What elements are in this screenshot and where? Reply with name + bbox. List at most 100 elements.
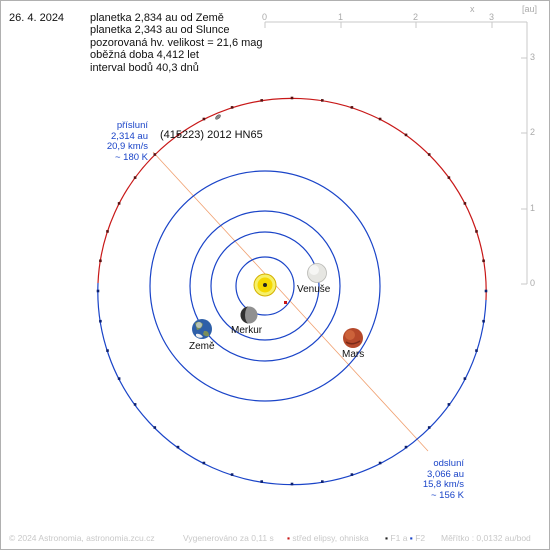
- orbit-point: [378, 461, 382, 465]
- orbit-point: [427, 426, 431, 429]
- y-tick-label: 3: [530, 52, 536, 62]
- perihelion-distance: 2,314 au: [111, 130, 148, 142]
- mercury-label: Merkur: [231, 325, 263, 336]
- planet-orbits: [149, 170, 381, 402]
- generated-time-text: Vygenerováno za 0,11 s: [183, 533, 274, 543]
- orbit-point: [117, 377, 121, 380]
- mars-orbit: [149, 170, 381, 402]
- earth-label: Země: [189, 341, 215, 352]
- orbit-point: [260, 99, 263, 102]
- earth-orbit: [189, 210, 341, 362]
- legend-f1-text: F1: [390, 533, 401, 543]
- orbit-point: [475, 349, 478, 352]
- orbit-point: [475, 230, 478, 233]
- legend-foci: ▪ F1 a ▪ F2: [385, 533, 425, 543]
- perihelion-temp: ~ 180 K: [114, 151, 148, 163]
- orbit-point: [378, 117, 382, 121]
- scale-text: Měřítko : 0,0132 au/bod: [441, 533, 531, 543]
- asteroid-orbit-north: [97, 97, 487, 301]
- orbit-point: [230, 473, 234, 476]
- y-tick-label: 0: [530, 278, 536, 288]
- x-tick-label: 2: [413, 12, 419, 22]
- asteroid-orbit: [97, 97, 487, 486]
- orbit-point: [350, 106, 354, 109]
- aphelion-temp: ~ 156 K: [430, 489, 464, 501]
- venus-orbit: [210, 231, 320, 341]
- orbit-point: [99, 259, 102, 263]
- perihelion-title: přísluní: [116, 120, 148, 131]
- apsis-line: [152, 151, 429, 452]
- orbit-point: [96, 289, 100, 293]
- orbit-point: [447, 176, 451, 179]
- perihelion-speed: 20,9 km/s: [106, 141, 148, 153]
- aphelion-label: odsluní 3,066 au 15,8 km/s ~ 156 K: [400, 458, 464, 501]
- mercury-orbit: [235, 256, 295, 316]
- y-tick-label: 2: [530, 127, 536, 137]
- orbital-period-text: oběžná doba 4,412 let: [90, 49, 199, 62]
- orbit-point: [153, 426, 157, 429]
- ellipse-center-marker: [284, 301, 287, 304]
- orbit-point: [447, 403, 451, 406]
- orbit-point: [427, 153, 431, 156]
- copyright-text: © 2024 Astronomia, astronomia.zcu.cz: [9, 533, 155, 543]
- y-tick-label: 1: [530, 203, 536, 213]
- date-label: 26. 4. 2024: [9, 12, 65, 24]
- venus-label: Venuše: [297, 284, 331, 295]
- legend-f2-text: F2: [415, 533, 426, 543]
- earth-icon: [192, 319, 212, 339]
- orbit-point: [176, 133, 180, 137]
- orbit-point: [133, 403, 137, 406]
- x-tick-label: 0: [262, 12, 268, 22]
- orbit-point: [321, 99, 324, 102]
- f1-marker-icon: ▪: [385, 533, 389, 543]
- asteroid-name: (415223) 2012 HN65: [160, 129, 263, 141]
- asteroid-icon: [215, 114, 221, 120]
- orbit-point: [202, 461, 206, 465]
- orbit-point: [350, 473, 354, 476]
- orbit-point: [106, 349, 109, 352]
- orbit-point: [482, 259, 485, 263]
- center-marker-icon: ▪: [287, 533, 291, 543]
- mars-icon: [343, 328, 363, 348]
- magnitude-text: pozorovaná hv. velikost = 21,6 mag: [90, 36, 263, 49]
- earth-distance-text: planetka 2,834 au od Země: [90, 12, 224, 24]
- orbit-point: [463, 377, 467, 380]
- f2-marker-icon: ▪: [409, 533, 413, 543]
- orbit-point: [153, 153, 157, 156]
- legend-center-text: střed elipsy, ohniska: [292, 533, 369, 543]
- point-interval-text: interval bodů 40,3 dnů: [90, 61, 199, 74]
- orbit-point: [230, 106, 234, 109]
- axes: [264, 21, 528, 285]
- orbit-point: [202, 117, 206, 121]
- aphelion-title: odsluní: [433, 458, 464, 469]
- orbit-point: [290, 482, 294, 486]
- orbit-point: [133, 176, 137, 179]
- orbit-point: [404, 133, 408, 137]
- x-tick-label: 3: [489, 12, 495, 22]
- mars-label: Mars: [342, 349, 365, 360]
- sun-distance-text: planetka 2,343 au od Slunce: [90, 24, 230, 37]
- x-axis-letter: x: [470, 4, 475, 14]
- venus-icon: [307, 263, 327, 283]
- sun-icon: [253, 273, 277, 297]
- orbit-point: [106, 230, 109, 233]
- asteroid-orbit-south: [97, 282, 487, 486]
- orbit-point: [404, 445, 408, 449]
- axis-unit: [au]: [522, 4, 538, 14]
- orbit-point: [99, 319, 102, 323]
- orbit-point: [176, 445, 180, 449]
- aphelion-distance: 3,066 au: [427, 468, 464, 480]
- mercury-icon: [240, 306, 258, 324]
- x-tick-label: 1: [338, 12, 344, 22]
- legend-and-text: a: [402, 533, 408, 543]
- legend-center: ▪ střed elipsy, ohniska: [287, 533, 369, 543]
- orbit-points: [96, 96, 488, 486]
- orbit-point: [290, 96, 294, 100]
- info-panel: planetka 2,834 au od Země planetka 2,343…: [90, 12, 263, 74]
- orbit-point: [463, 202, 467, 205]
- orbit-point: [484, 289, 488, 293]
- orbit-point: [117, 202, 121, 205]
- perihelion-label: přísluní 2,314 au 20,9 km/s ~ 180 K: [80, 120, 148, 163]
- aphelion-speed: 15,8 km/s: [422, 479, 464, 491]
